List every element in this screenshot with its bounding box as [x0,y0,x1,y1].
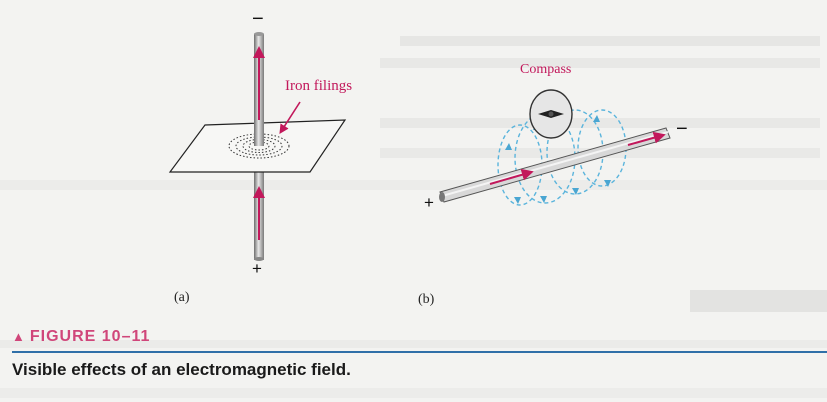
compass-label: Compass [520,62,572,77]
part-b-drawing [439,89,671,206]
part-a-top-polarity: − [252,8,264,30]
part-a-drawing [168,32,347,261]
figure-number: ▲FIGURE 10–11 [12,328,150,346]
part-a-sublabel: (a) [174,290,190,305]
part-b-right-polarity: − [676,118,688,140]
figure-caption: Visible effects of an electromagnetic fi… [12,360,351,379]
part-a-bottom-polarity: + [252,259,262,278]
iron-filings-label: Iron filings [285,78,353,94]
figure-number-text: FIGURE 10–11 [29,328,151,345]
wire-diagonal [439,127,671,203]
part-b-sublabel: (b) [418,292,435,307]
compass-icon [529,89,573,139]
part-b-left-polarity: + [424,193,434,212]
caption-divider [12,351,827,353]
iron-filings [228,133,290,159]
triangle-marker-icon: ▲ [12,329,26,344]
